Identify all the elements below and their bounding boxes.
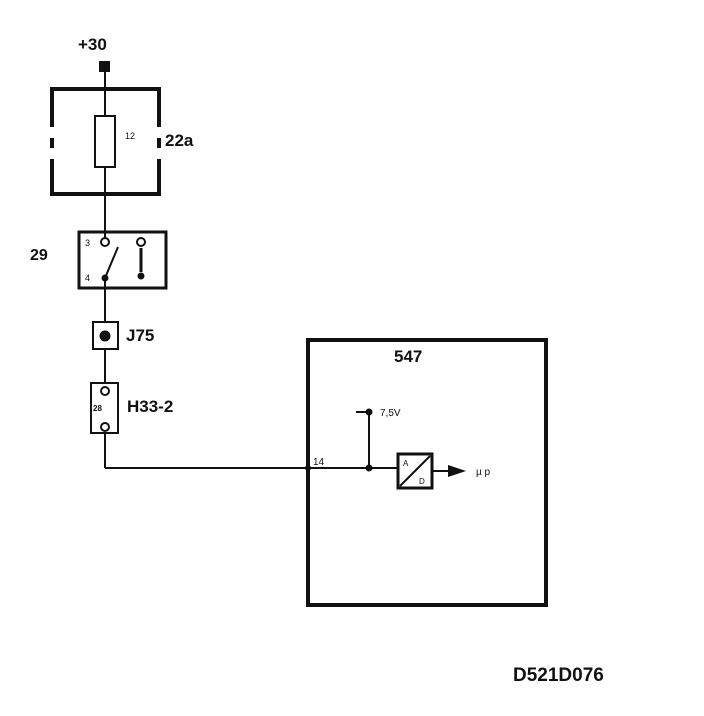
fuse-box-label: 22a — [165, 131, 194, 150]
supply-label: +30 — [78, 35, 107, 54]
supply-terminal — [99, 61, 110, 72]
connector-h33-pin-top — [100, 386, 110, 396]
connector-h33-pin-bottom — [100, 422, 110, 432]
connector-j75-pin — [99, 330, 111, 342]
ecu-label: 547 — [394, 347, 422, 366]
connector-h33-pin: 28 — [93, 404, 102, 413]
ecu-box — [306, 338, 548, 607]
switch-contact — [100, 237, 119, 282]
switch-box — [77, 230, 168, 290]
connector-j75-label: J75 — [126, 326, 154, 345]
switch-pin-bottom: 4 — [85, 273, 90, 283]
fuse-number: 12 — [125, 131, 135, 141]
switch-second-contact — [136, 237, 146, 280]
fuse-element — [94, 115, 116, 168]
switch-pin-top: 3 — [85, 238, 90, 248]
reference-voltage-label: 7,5V — [380, 408, 401, 419]
fuse-box — [50, 87, 161, 196]
adc-input-label: A — [403, 459, 409, 468]
switch-label: 29 — [30, 247, 48, 264]
output-label: µ p — [476, 467, 491, 478]
diagram-id: D521D076 — [513, 665, 604, 686]
ecu-input-pin: 14 — [313, 457, 325, 468]
ecu-input-pin-dot — [305, 465, 311, 471]
connector-h33-label: H33-2 — [127, 397, 173, 416]
arrow-icon — [448, 465, 466, 477]
adc-converter — [396, 452, 434, 490]
adc-output-label: D — [419, 477, 425, 486]
